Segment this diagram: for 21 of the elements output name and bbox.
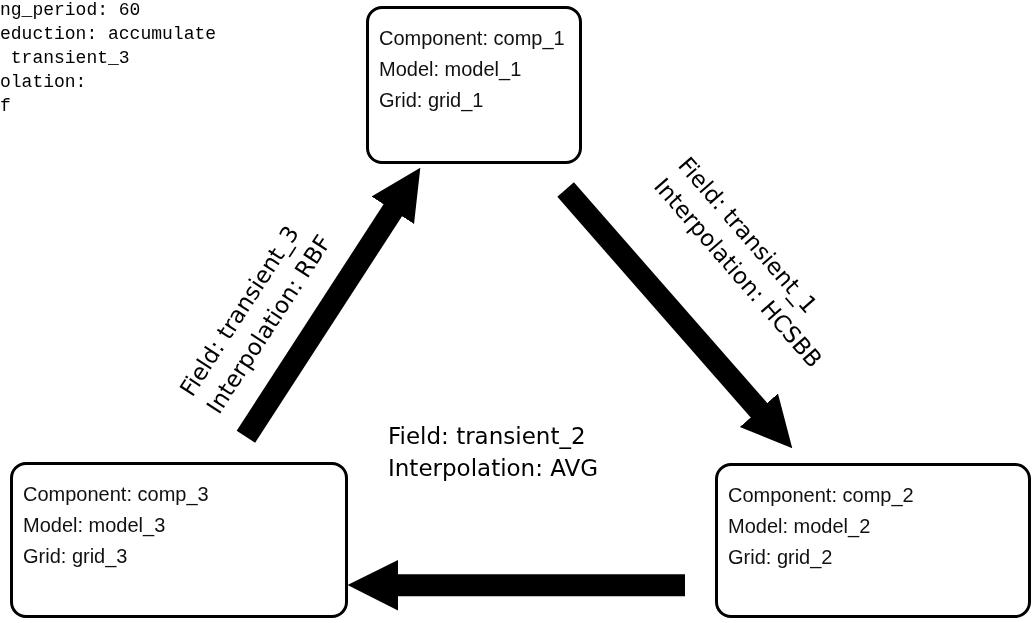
arrow [347,559,686,611]
component-text: Grid: grid_3 [23,544,129,570]
component-text: Component: comp_3 [23,482,210,508]
config-text: olation: [0,71,87,94]
config-text: eduction: accumulate [0,23,217,46]
component-text: Component: comp_1 [379,26,566,52]
component-text: Grid: grid_1 [379,88,485,114]
component-text: Model: model_2 [728,514,872,540]
edge-label: Field: transient_2 Interpolation: AVG [388,422,600,483]
arrow [236,167,421,443]
component-box [715,463,1031,618]
component-box [10,462,348,618]
arrow [557,182,793,449]
component-text: Model: model_1 [379,57,523,83]
component-text: Grid: grid_2 [728,545,834,571]
component-text: Model: model_3 [23,513,167,539]
config-text: transient_3 [9,47,130,70]
component-text: Component: comp_2 [728,483,915,509]
component-box [366,6,582,164]
config-text: ng_period: 60 [0,0,141,22]
config-text: f [0,95,11,118]
